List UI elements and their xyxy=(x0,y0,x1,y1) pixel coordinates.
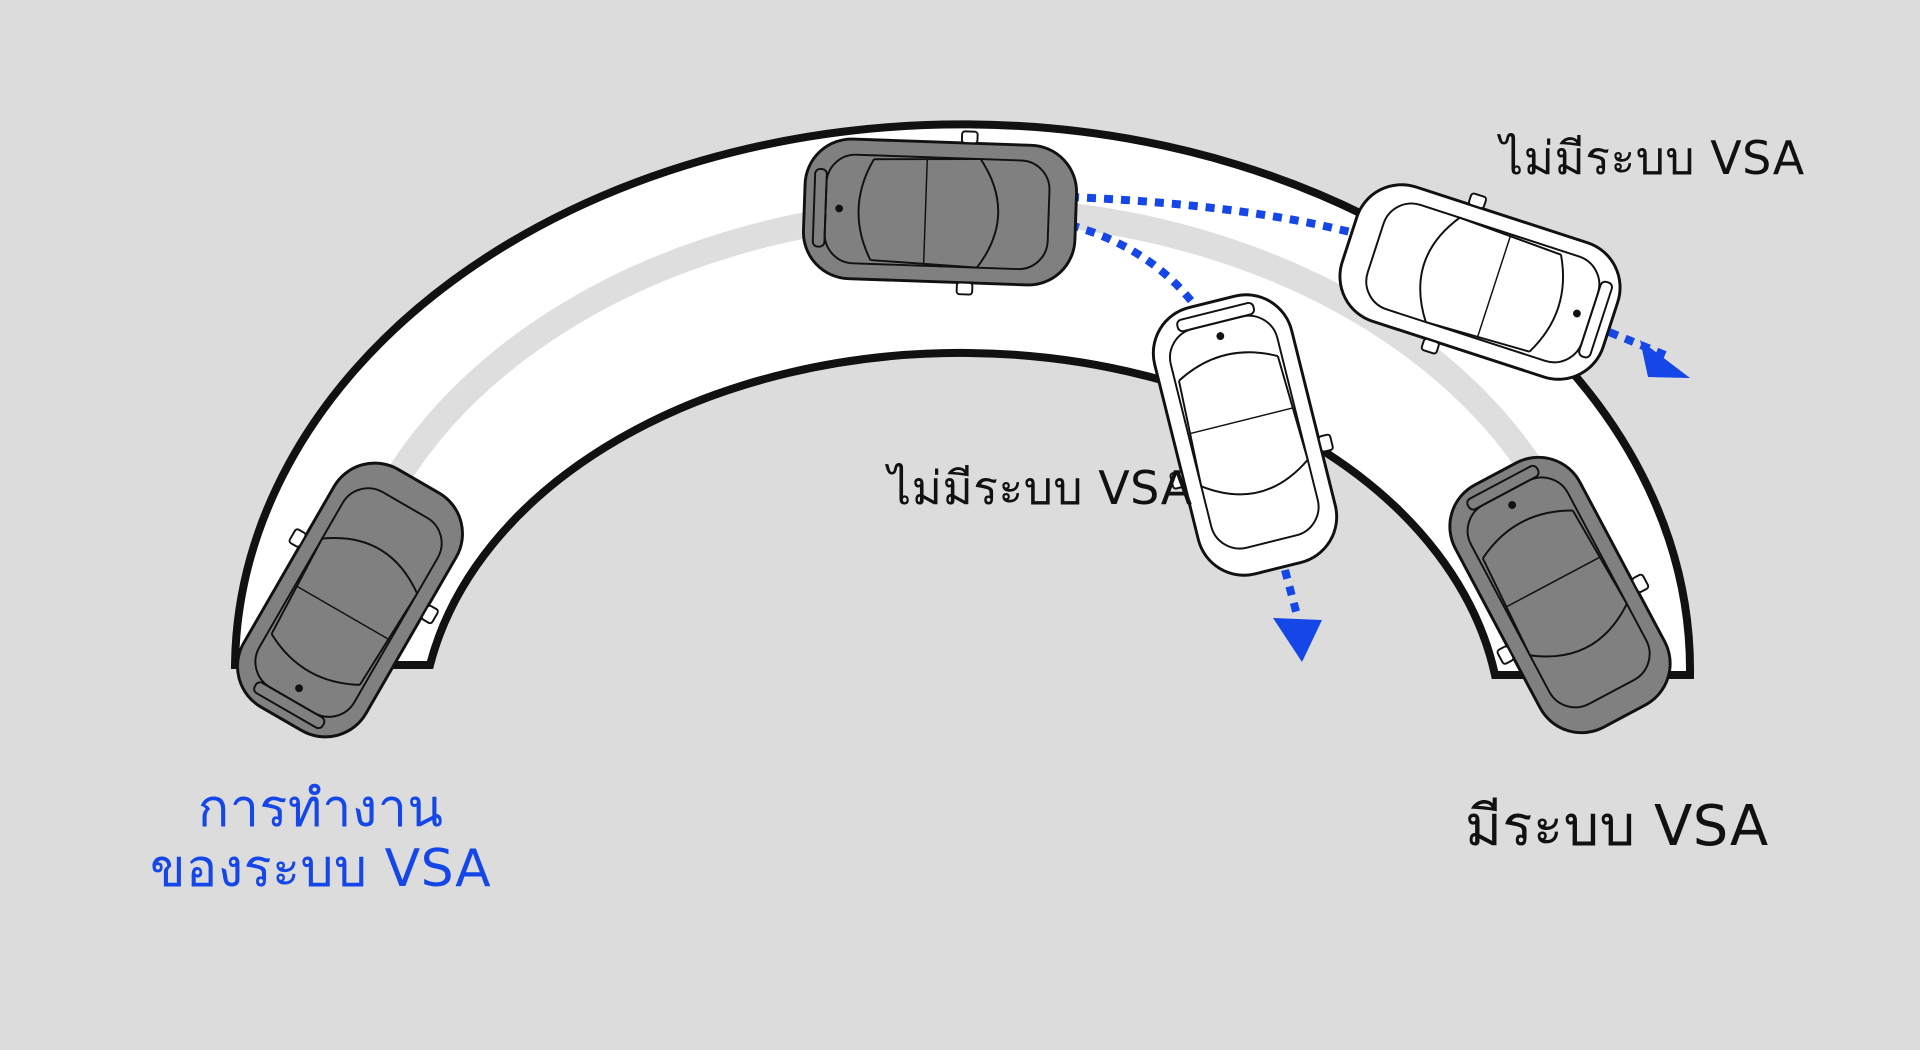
label-without-vsa-oversteer: ไม่มีระบบ VSA xyxy=(1500,131,1805,185)
vsa-title-line-2: ของระบบ VSA xyxy=(150,838,492,899)
label-with-vsa: มีระบบ VSA xyxy=(1465,794,1769,859)
road-surface xyxy=(230,120,1695,679)
vsa-title: การทำงาน ของระบบ VSA xyxy=(150,779,492,900)
understeer-arrowhead xyxy=(1273,618,1322,662)
understeer-exit-path xyxy=(1281,568,1301,617)
understeer-path-arrow xyxy=(1068,221,1209,323)
vsa-title-line-1: การทำงาน xyxy=(197,779,444,839)
car-top-view-icon xyxy=(799,124,1081,300)
oversteer-arrowhead xyxy=(1640,340,1690,378)
label-without-vsa-understeer: ไม่มีระบบ VSA xyxy=(888,461,1193,515)
car-apex xyxy=(799,124,1081,300)
